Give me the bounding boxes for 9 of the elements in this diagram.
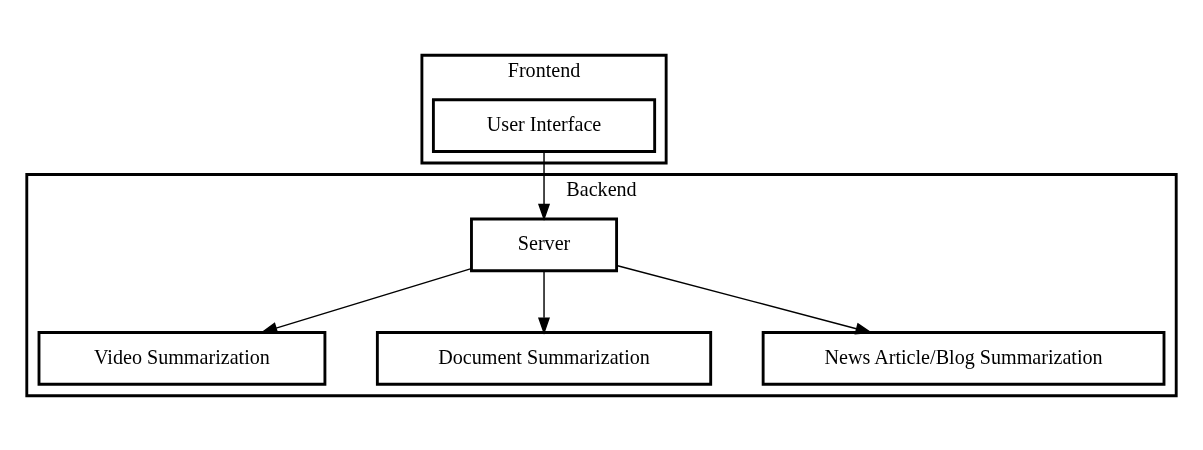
arrow (538, 269, 551, 335)
node-box: Server (470, 217, 619, 272)
node-box: User Interface (431, 97, 657, 153)
node-box: News Article/Blog Summarization (761, 330, 1166, 386)
arrow (260, 267, 472, 334)
arrow (615, 264, 873, 334)
node-box: Document Summarization (375, 330, 713, 386)
arrow (538, 150, 551, 221)
node-box: Video Summarization (37, 330, 327, 386)
